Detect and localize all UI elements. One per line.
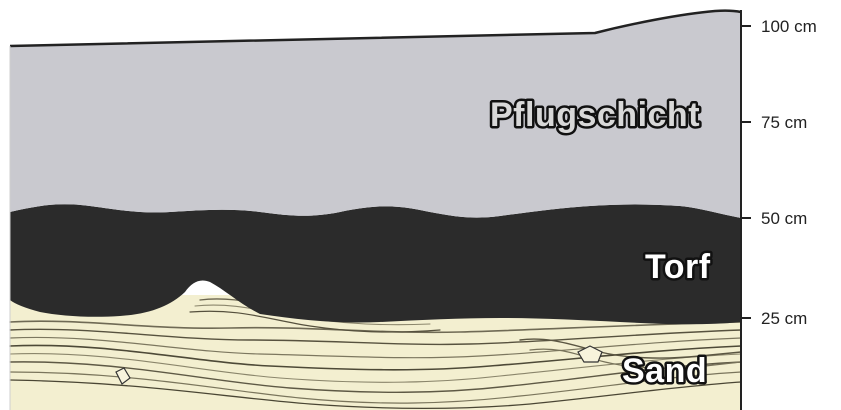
label-sand: Sand Sand (622, 352, 707, 390)
scale-label-100: 100 cm (761, 17, 817, 36)
depth-scale: 100 cm 75 cm 50 cm 25 cm (741, 10, 817, 410)
label-plough: Pflugschicht Pflugschicht (490, 96, 700, 134)
scale-label-75: 75 cm (761, 113, 807, 132)
plough-label: Pflugschicht (490, 96, 700, 134)
scale-label-25: 25 cm (761, 309, 807, 328)
scale-label-50: 50 cm (761, 209, 807, 228)
peat-label: Torf (645, 248, 711, 286)
sand-label: Sand (622, 352, 707, 390)
label-peat: Torf Torf (645, 248, 711, 286)
peat-layer (10, 204, 741, 324)
